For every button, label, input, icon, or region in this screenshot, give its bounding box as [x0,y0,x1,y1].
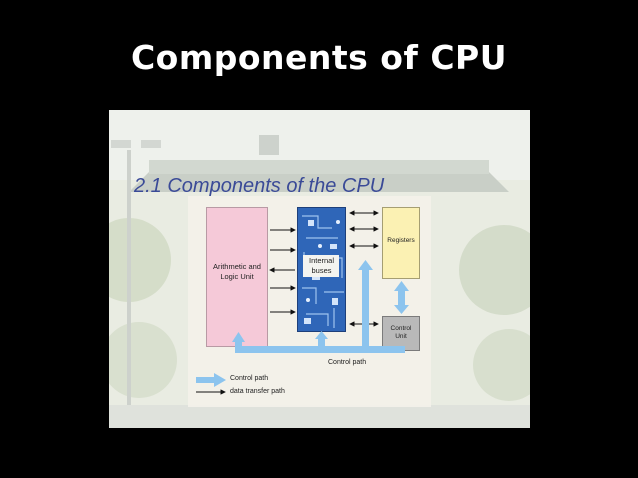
slide-title: Components of CPU [130,38,508,77]
building-photo [109,110,530,428]
control-path-label: Control path [328,359,367,366]
bus-label-background [303,255,339,277]
background-photo [109,110,530,428]
bus-label-line-2: buses [311,266,332,275]
registers-label: Registers [387,237,415,244]
control-unit-block [382,316,420,351]
alu-label: Arithmetic and Logic Unit [206,262,268,282]
control-unit-label-line-2: Unit [395,333,407,340]
alu-label-line-1: Arithmetic and [213,262,261,271]
bus-label: Internal buses [297,256,346,276]
alu-label-line-2: Logic Unit [220,272,254,281]
section-heading: 2.1 Components of the CPU [134,175,385,197]
legend-control-path-label: Control path [230,375,269,382]
control-unit-label: Control Unit [382,325,420,341]
control-unit-label-line-1: Control [390,325,412,332]
legend-data-transfer-label: data transfer path [230,388,285,395]
registers-block [382,207,420,279]
alu-block [206,207,268,347]
bus-label-line-1: Internal [308,256,335,265]
